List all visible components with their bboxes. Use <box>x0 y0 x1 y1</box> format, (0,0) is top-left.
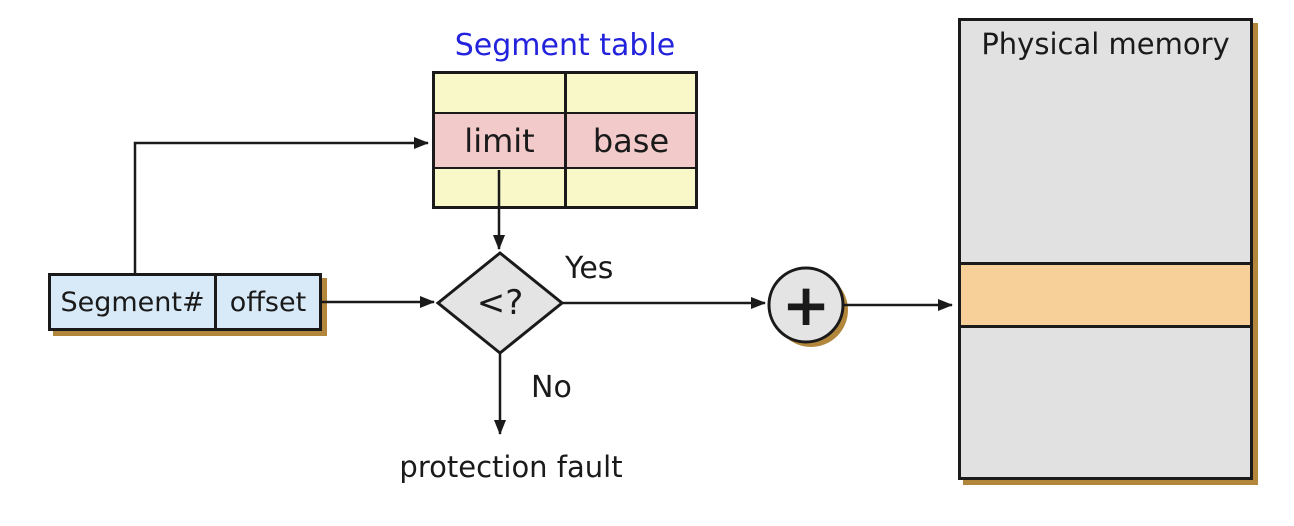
adder-plus-symbol: + <box>781 271 831 339</box>
limit-cell: limit <box>435 114 564 167</box>
protection-fault-label: protection fault <box>399 450 623 484</box>
segment-table-cell-empty <box>435 74 564 112</box>
segment-table-row-top <box>435 74 695 114</box>
logical-address-box: Segment# offset <box>48 273 322 331</box>
segment-table-cell-empty <box>564 169 695 206</box>
segment-to-table-connector <box>133 137 429 274</box>
segment-table-row-selected: limit base <box>435 114 695 169</box>
segment-table-cell-empty <box>564 74 695 112</box>
segment-table-row-bottom <box>435 169 695 206</box>
no-label: No <box>531 370 572 405</box>
segment-table-title: Segment table <box>454 28 676 63</box>
segment-table-cell-empty <box>435 169 564 206</box>
yes-label: Yes <box>565 251 614 286</box>
physical-memory-box: Physical memory <box>958 18 1253 480</box>
mapped-segment-band <box>961 262 1250 328</box>
segment-table: limit base <box>432 71 698 209</box>
comparator-symbol: <? <box>476 283 524 323</box>
base-cell: base <box>564 114 695 167</box>
physical-memory-title: Physical memory <box>981 27 1230 61</box>
offset-cell: offset <box>214 276 319 328</box>
segment-number-cell: Segment# <box>60 286 205 318</box>
